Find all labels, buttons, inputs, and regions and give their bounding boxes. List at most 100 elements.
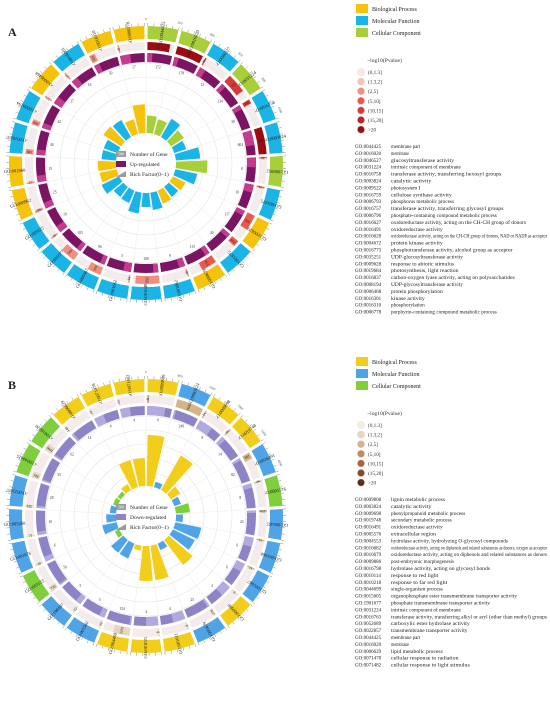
regulated-bar — [123, 261, 133, 272]
category-segment — [220, 596, 251, 626]
grid-spoke — [97, 428, 132, 490]
gene-count-label: 28 — [37, 561, 42, 566]
rich-factor-swatch — [116, 171, 126, 177]
scale-tick — [193, 384, 195, 388]
gene-count-label: 198 — [32, 120, 39, 126]
category-segment — [264, 122, 283, 154]
scale-tick — [36, 76, 39, 79]
regulated-count: 28 — [50, 496, 54, 500]
scale-tick — [22, 581, 26, 583]
category-segment — [16, 443, 41, 477]
scale-tick — [61, 404, 64, 408]
gene-count-bar — [31, 471, 41, 480]
rich-factor-bar — [128, 191, 142, 214]
gene-track — [233, 565, 255, 593]
scale-tick — [79, 39, 82, 43]
regulated-bar — [119, 54, 132, 65]
scale-tick — [214, 281, 217, 285]
regulated-ring — [36, 483, 50, 509]
category-segment — [178, 383, 211, 407]
term-description: oxidoreductase activity, acting on diphe… — [391, 553, 547, 558]
pvalue-swatch — [357, 440, 365, 448]
gene-track — [147, 395, 175, 407]
category-segment — [9, 156, 24, 188]
term-id: GO:0016310 — [355, 304, 382, 309]
term-description: cellulose synthase activity — [391, 193, 452, 198]
rich-factor-bar — [132, 104, 146, 134]
gene-count-bar — [258, 156, 267, 159]
regulated-count: 50 — [109, 72, 113, 76]
term-description: transmembrane transporter activity — [391, 629, 468, 634]
grid-spoke — [61, 462, 121, 501]
regulated-count: 5 — [99, 598, 101, 602]
scale-tick — [275, 470, 279, 473]
term-description: catalytic activity — [391, 180, 432, 185]
scale-tick — [170, 297, 172, 301]
scale-tick — [85, 389, 88, 393]
category-swatch — [356, 4, 368, 13]
go-id-label: GO:0019684 — [4, 167, 29, 174]
scale-tick — [273, 213, 276, 216]
grid-spoke — [163, 540, 205, 598]
scale-tick — [241, 613, 245, 616]
term-id: GO:0016798 — [355, 567, 382, 572]
category-segment — [268, 156, 283, 188]
regulated-bar — [176, 257, 186, 268]
scale-tick — [219, 278, 222, 281]
go-id-label: GO:0016491 — [143, 281, 148, 306]
scale-tick — [269, 575, 273, 578]
gene-count-bar — [117, 398, 121, 407]
gene-count-label: 11 — [146, 397, 150, 401]
regulated-count: 5 — [121, 254, 123, 258]
rich-factor-bar — [132, 458, 146, 487]
scale-tick — [246, 256, 249, 259]
category-segment — [11, 187, 34, 220]
outer-scale-label: 1600 — [208, 385, 216, 392]
term-id: GO:0044425 — [355, 636, 382, 641]
scale-tick — [275, 561, 279, 563]
scale-tick — [92, 289, 95, 293]
term-id: GO:0019748 — [355, 519, 382, 524]
rich-factor-bar — [171, 496, 181, 507]
regulated-count: 40 — [50, 143, 54, 147]
gene-count-label: 3680 — [186, 403, 192, 411]
regulated-count: 50 — [63, 565, 67, 569]
grid-spoke — [108, 543, 136, 610]
scale-tick — [56, 55, 59, 59]
gene-track — [37, 212, 59, 240]
gene-count-label: 57 — [45, 96, 50, 102]
rich-factor-bar — [164, 182, 179, 197]
regulated-ring — [133, 263, 159, 273]
regulated-ring — [53, 436, 76, 461]
gene-count-bar — [185, 621, 190, 630]
pvalue-legend-label: (2,5] — [368, 88, 378, 95]
regulated-bar — [171, 610, 186, 623]
category-legend-label: Biological Process — [372, 7, 417, 13]
scale-tick — [75, 281, 78, 285]
gene-count-bar — [147, 395, 149, 404]
regulated-ring — [172, 56, 198, 74]
scale-tick — [28, 86, 32, 89]
pvalue-legend-label: (10,15] — [368, 107, 383, 114]
pvalue-swatch — [357, 116, 365, 124]
term-description: oxidoreductase activity — [391, 228, 443, 233]
gene-number-badge-value: 500 — [118, 152, 124, 157]
grid-spoke — [174, 484, 242, 507]
gene-count-bar — [25, 148, 34, 155]
category-segment — [147, 26, 179, 43]
regulated-count: 62 — [70, 453, 74, 457]
term-description: UDP-glucosyltransferase activity — [391, 255, 464, 260]
scale-tick — [112, 26, 114, 30]
category-segment — [178, 30, 211, 54]
gene-count-label: 250 — [260, 509, 266, 513]
rich-factor-bar — [99, 169, 119, 183]
gene-count-bar — [175, 399, 204, 417]
scale-tick — [118, 378, 120, 382]
gene-track — [44, 75, 68, 102]
gene-count-bar — [135, 275, 160, 284]
pvalue-legend-label: >20 — [368, 128, 377, 134]
scale-tick — [227, 625, 230, 629]
regulated-count: 17 — [132, 66, 136, 70]
